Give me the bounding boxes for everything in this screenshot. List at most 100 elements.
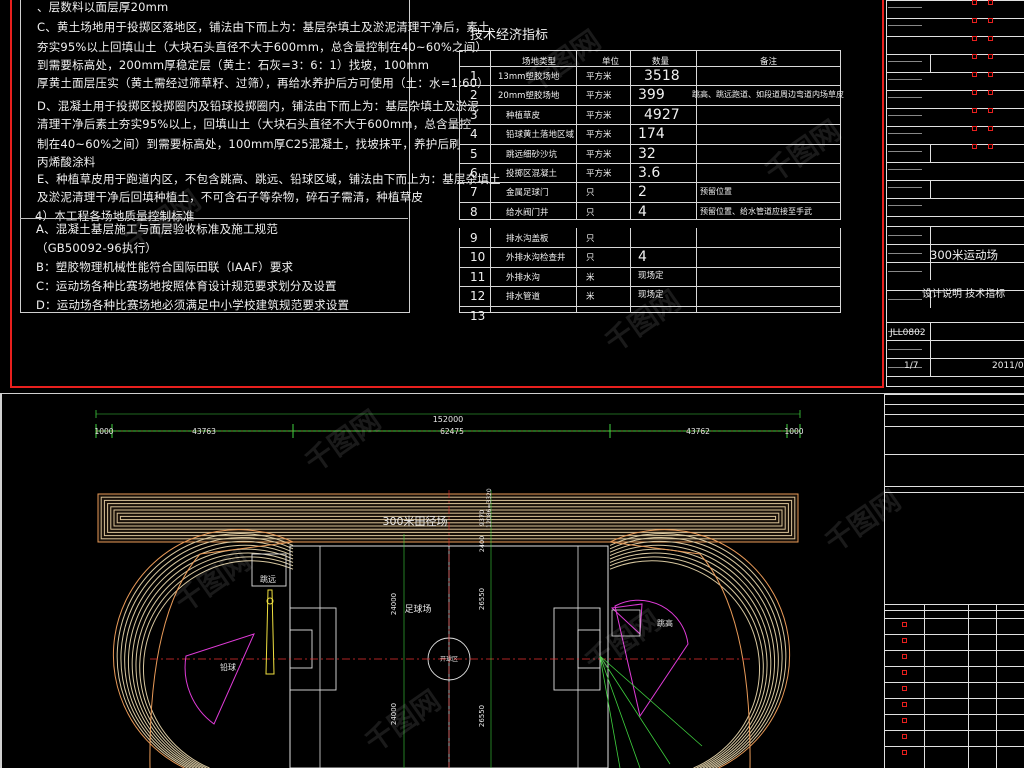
- titleblock-line: [884, 698, 1024, 699]
- titleblock-col-line: [930, 262, 931, 280]
- red-marker: [972, 126, 977, 131]
- titleblock-bottom-frame: [884, 394, 885, 768]
- track-outer-left: [149, 541, 294, 768]
- titleblock-line: [884, 650, 1024, 651]
- table-row-line: [460, 124, 840, 126]
- titleblock-line: [886, 144, 1024, 145]
- row-qty: 399: [638, 87, 665, 104]
- row-type: 外排水沟: [506, 272, 541, 283]
- titleblock-line: [886, 180, 1024, 181]
- titleblock-fieldlabel: [888, 230, 922, 236]
- row-unit: 米: [586, 292, 595, 303]
- track-lane-curve-left: [131, 548, 294, 768]
- row-number: 11: [470, 269, 486, 284]
- table-row-line: [460, 266, 840, 268]
- titleblock-line: [884, 404, 1024, 405]
- track-lane-curve-right: [609, 533, 787, 768]
- titleblock-line: [886, 322, 1024, 323]
- track-lane-curve-left: [120, 536, 294, 768]
- titleblock-col-line: [930, 290, 931, 308]
- titleblock-line: [886, 340, 1024, 341]
- penalty-area-left: [289, 607, 337, 691]
- track-lane-curve-left: [142, 560, 294, 768]
- titleblock-bottom: [884, 394, 1024, 768]
- vertical-dimension: 24000: [390, 593, 398, 615]
- red-marker: [972, 36, 977, 41]
- red-marker: [972, 90, 977, 95]
- red-marker: [988, 0, 993, 5]
- row-number: 13: [470, 308, 486, 323]
- red-marker: [972, 72, 977, 77]
- titleblock-line: [886, 18, 1024, 19]
- titleblock-line: [886, 126, 1024, 127]
- track-outer-right: [609, 541, 751, 768]
- track-lane-curve-left: [116, 533, 294, 768]
- note-line: 4）本工程各场地质量控制标准: [35, 209, 195, 223]
- row-number: 1: [470, 69, 478, 83]
- titleblock-line: [884, 682, 1024, 683]
- note-line: 丙烯酸涂料: [37, 155, 96, 169]
- note-line: E、种植草皮用于跑道内区，不包含跳高、跳远、铅球区域，铺法由下而上为：基层杂填土: [37, 172, 501, 186]
- drawing-date: 2011/08: [992, 361, 1024, 371]
- note-line-lower: B：塑胶物理机械性能符合国际田联（IAAF）要求: [36, 260, 294, 274]
- overall-dimension: 152000: [433, 415, 464, 424]
- goal-area-left: [289, 629, 313, 669]
- vertical-dimension: 9370: [478, 510, 486, 527]
- row-type: 种植草皮: [506, 110, 541, 121]
- sheet-frame-top-right: [882, 0, 884, 386]
- row-remark: 预留位置: [700, 187, 732, 197]
- vertical-dimension: 24000: [390, 703, 398, 725]
- row-unit: 平方米: [586, 130, 612, 141]
- row-number: 7: [470, 185, 478, 200]
- table-row-line: [460, 85, 840, 87]
- red-marker: [902, 638, 907, 643]
- table-row-line: [460, 247, 840, 249]
- note-line: D、混凝土用于投掷区投掷圈内及铅球投掷圈内，铺法由下而上为：基层杂填土及淤泥: [37, 99, 479, 113]
- titleblock-line: [884, 634, 1024, 635]
- row-number: 5: [470, 146, 478, 161]
- track-lane-curve-left: [139, 556, 294, 768]
- high-jump-fan: [614, 599, 689, 718]
- red-marker: [972, 54, 977, 59]
- row-unit: 平方米: [586, 169, 612, 179]
- row-number: 10: [470, 250, 486, 265]
- titleblock-fieldlabel: [888, 20, 922, 26]
- titleblock-fieldlabel: [888, 200, 922, 206]
- titleblock-line: [886, 108, 1024, 109]
- table-row-line: [460, 305, 840, 307]
- table-row-line: [460, 66, 840, 67]
- titleblock-line: [886, 358, 1024, 359]
- track-lane-curve-right: [609, 540, 779, 768]
- red-marker: [902, 622, 907, 627]
- row-qty: 174: [638, 126, 665, 143]
- titleblock-col-line: [930, 322, 931, 340]
- row-type: 外排水沟检查井: [506, 253, 566, 264]
- row-unit: 只: [586, 207, 595, 218]
- titleblock-fieldlabel: [888, 164, 922, 170]
- track-lane-curve-right: [609, 544, 776, 768]
- row-type: 排水沟盖板: [506, 234, 549, 244]
- top-dimension: 1000: [94, 427, 113, 436]
- titleblock-line: [884, 414, 1024, 415]
- titleblock-col-line: [930, 144, 931, 162]
- red-marker: [902, 670, 907, 675]
- top-dimension: 43763: [192, 427, 216, 436]
- note-line: C、黄土场地用于投掷区落地区，铺法由下而上为：基层杂填土及淤泥清理干净后，素土: [37, 20, 490, 34]
- track-lane-curve-left: [112, 529, 294, 768]
- track-lane-curve-right: [609, 529, 791, 768]
- takeoff-mark: [266, 597, 274, 605]
- note-line: 制在40~60%之间）到需要标高处，100mm厚C25混凝土，找坡抹平，养护后刷: [37, 137, 461, 151]
- red-marker: [988, 90, 993, 95]
- drawing-number: JLL0802: [890, 328, 926, 338]
- titleblock-line: [884, 486, 1024, 487]
- vertical-dimension: 26550: [478, 588, 486, 610]
- titleblock-col-line: [996, 604, 997, 768]
- row-type: 跳远细砂沙坑: [506, 149, 558, 160]
- titleblock-line: [886, 36, 1024, 37]
- titleblock-line: [884, 394, 1024, 395]
- titleblock-col-line: [968, 604, 969, 768]
- titleblock-line: [884, 492, 1024, 493]
- red-marker: [988, 126, 993, 131]
- track-lane-curve-right: [609, 552, 768, 768]
